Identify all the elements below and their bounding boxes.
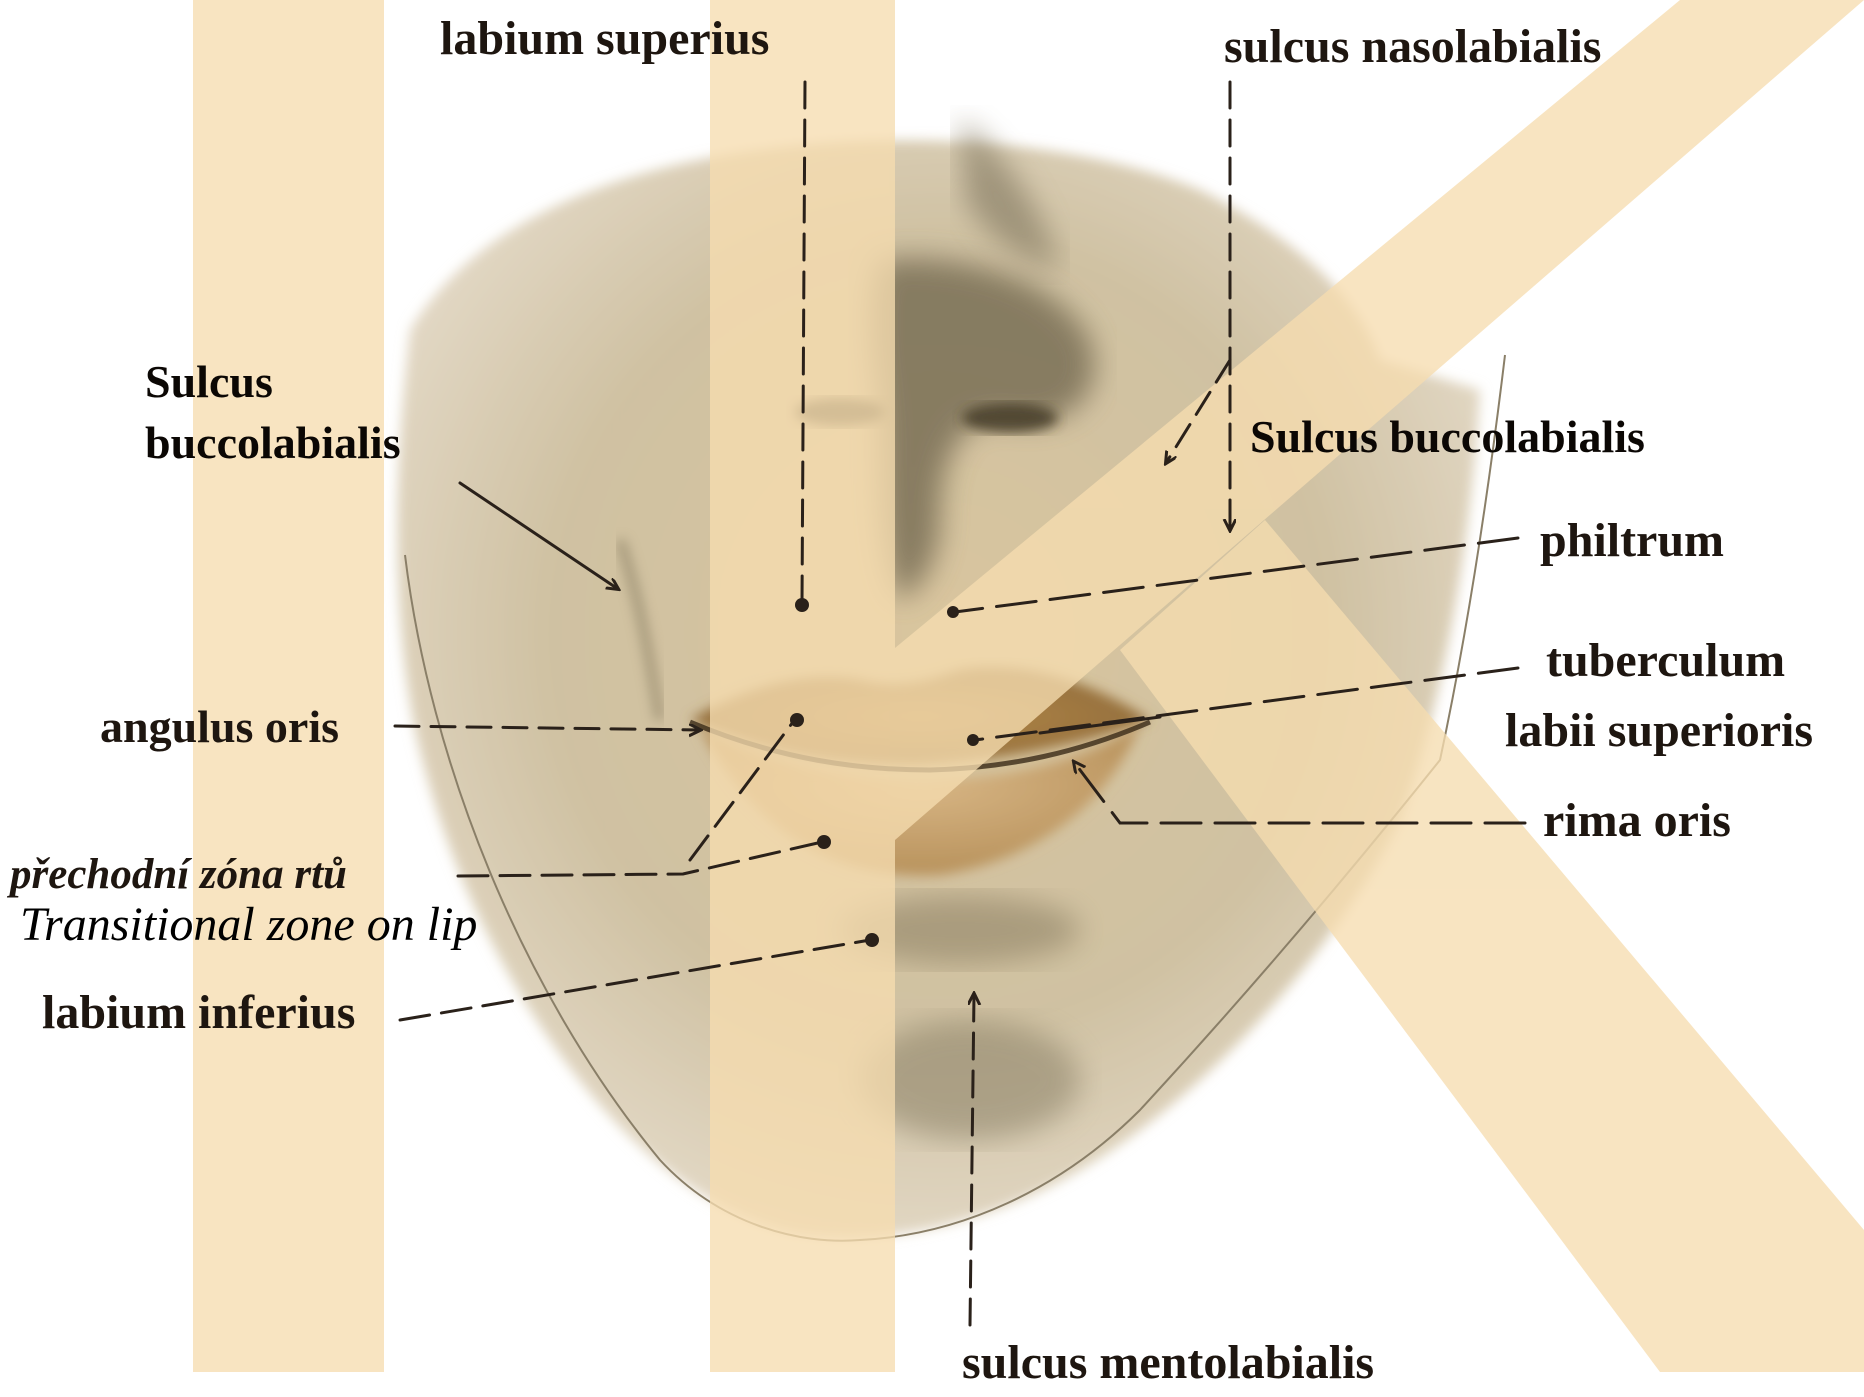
dot-labium-inferius [865, 933, 879, 947]
label-sulcus-buccolabialis-left-line2: buccolabialis [145, 417, 401, 468]
label-transitional-zone: Transitional zone on lip [20, 898, 477, 951]
dot-philtrum [947, 606, 959, 618]
nostril-right [962, 403, 1058, 433]
label-sulcus-mentolabialis: sulcus mentolabialis [962, 1336, 1374, 1389]
dot-labium-superius [795, 598, 809, 612]
label-sulcus-nasolabialis: sulcus nasolabialis [1224, 20, 1601, 73]
watermark-bar-left [193, 0, 384, 1372]
dot-tuberculum [967, 734, 979, 746]
label-tuberculum-line2: labii superioris [1505, 704, 1813, 757]
label-labium-inferius: labium inferius [42, 986, 355, 1039]
label-philtrum: philtrum [1540, 514, 1724, 567]
dot-angulus-oris [790, 713, 804, 727]
label-labium-superius: labium superius [440, 12, 769, 65]
label-prechodni-zona: přechodní zóna rtů [6, 851, 347, 898]
label-tuberculum-line1: tuberculum [1546, 634, 1785, 687]
dot-prechodni-zona [817, 835, 831, 849]
label-rima-oris: rima oris [1543, 794, 1731, 847]
label-sulcus-buccolabialis-left-line1: Sulcus [145, 356, 273, 407]
watermark-bar-middle [710, 0, 895, 1372]
label-angulus-oris: angulus oris [100, 701, 339, 752]
label-sulcus-buccolabialis-right: Sulcus buccolabialis [1250, 411, 1645, 462]
